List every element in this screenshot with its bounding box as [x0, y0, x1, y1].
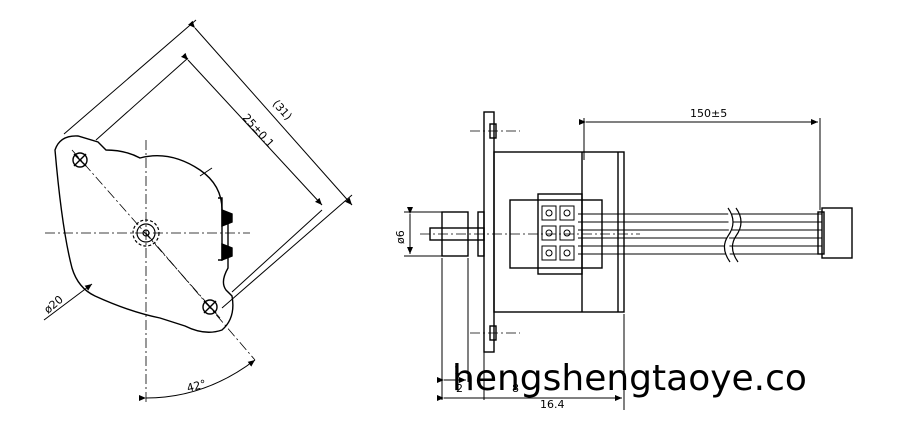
lead-wires [578, 213, 822, 255]
side-centerlines [420, 130, 640, 334]
flange-plate [483, 111, 495, 353]
dim-small-2-label: 2 [456, 382, 463, 395]
dim-mount-label: 25±0.1 [240, 111, 277, 150]
front-view [54, 135, 234, 333]
dim-shaft-dia-label: ø6 [394, 230, 407, 244]
mount-hole-bottom [202, 299, 218, 315]
dim-angle-label: 42° [185, 377, 207, 395]
dim-small-1-label: 1 [454, 364, 461, 377]
motor-body [493, 151, 625, 313]
dim-length-label: 16.4 [540, 398, 565, 411]
side-dimensions [404, 118, 821, 410]
motor-flange-outline [54, 135, 234, 333]
connector-pins [541, 205, 575, 261]
end-connector [821, 207, 853, 259]
dim-lead-length-label: 150±5 [690, 107, 727, 120]
dim-small-3-label: 8 [512, 382, 519, 395]
mount-hole-top [72, 152, 88, 168]
side-view [429, 111, 853, 353]
front-dimensions [43, 19, 353, 402]
front-centerlines [45, 140, 256, 405]
dim-diameter-label: ø20 [42, 293, 66, 316]
watermark-text: hengshengtaoye.co [452, 358, 807, 399]
dim-outer-label: (31) [270, 97, 295, 122]
